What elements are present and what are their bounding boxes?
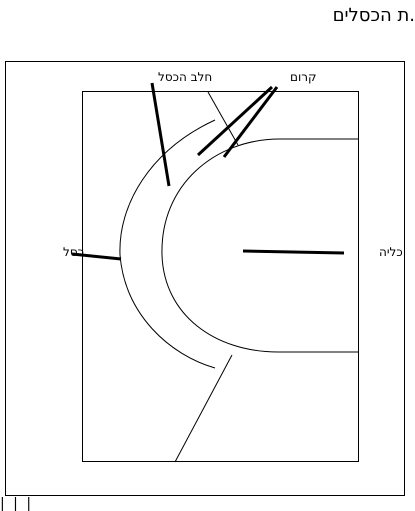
nucleus-outline <box>162 139 358 352</box>
pointer-nucleus <box>243 251 344 253</box>
lower-diagonal <box>175 355 232 462</box>
upper-diagonal <box>208 92 238 145</box>
label-membrane: קרום <box>290 70 317 84</box>
label-nucleus: כליה <box>379 245 403 259</box>
outer-frame <box>6 62 405 496</box>
label-bulb: חלב הכסל <box>158 70 212 84</box>
pointer-bulb <box>152 83 169 186</box>
outer-arc <box>120 120 215 368</box>
bottom-text-fragment: | | | <box>0 497 415 511</box>
label-bark: כסל <box>63 245 84 259</box>
